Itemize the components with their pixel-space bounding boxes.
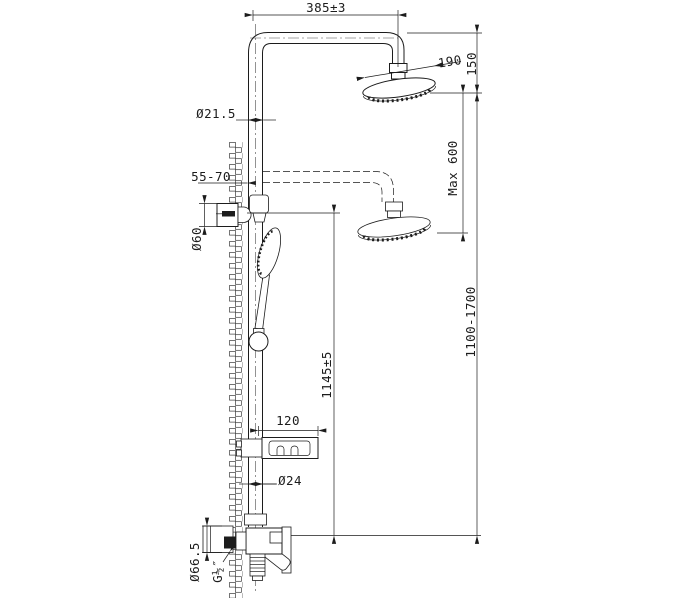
dim-wall-offset: 55-70 — [191, 168, 231, 184]
shower-column-pipe — [248, 32, 405, 527]
overhead-shower-head — [362, 63, 436, 103]
dim-pipe-upper-diameter: Ø21.5 — [196, 105, 236, 121]
dim-column-height-range: 1100-1700 — [462, 286, 478, 358]
overhead-shower-head-lowered — [263, 171, 431, 242]
dim-top-arm-width: 385±3 — [306, 0, 346, 15]
dim-shelf-width: 120 — [276, 412, 300, 428]
soap-dish — [236, 437, 319, 459]
hand-shower — [248, 227, 282, 352]
dim-max-head-travel: Max 600 — [444, 140, 460, 196]
dim-bracket-to-mixer: 1145±5 — [318, 351, 334, 399]
dim-pipe-lower-diameter: Ø24 — [278, 472, 302, 488]
dim-head-drop: 150 — [463, 52, 479, 76]
dimension-lines — [198, 10, 482, 563]
dim-inlet-thread: G½″ — [209, 559, 225, 583]
dim-bracket-diameter: Ø60 — [188, 227, 204, 251]
centerlines — [250, 24, 398, 594]
dim-flange-diameter: Ø66.5 — [186, 542, 202, 582]
